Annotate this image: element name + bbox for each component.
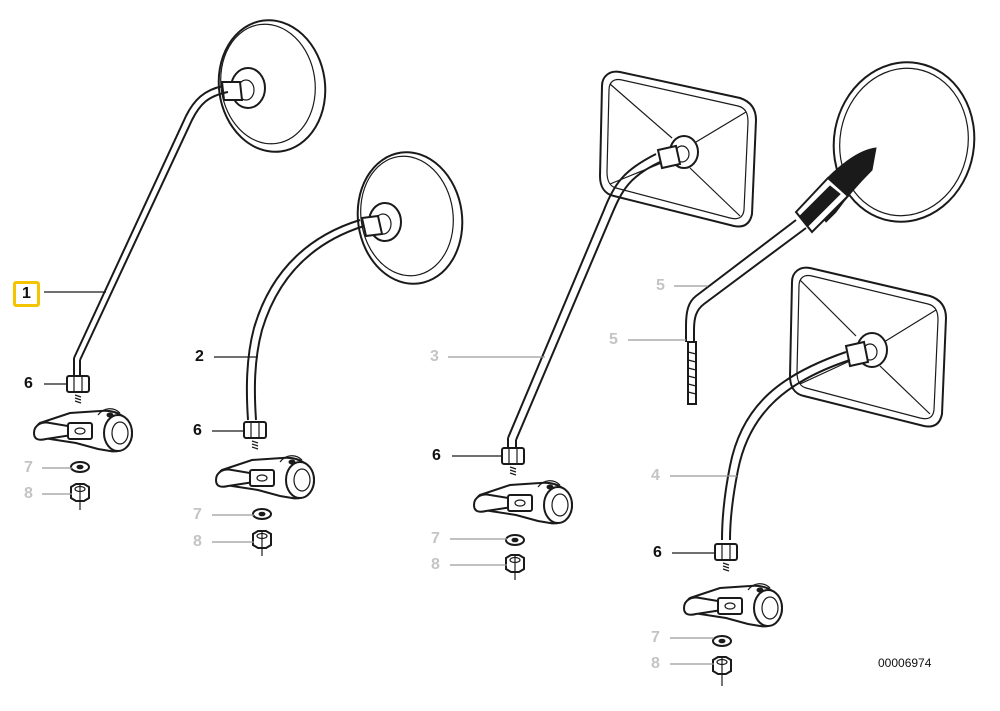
callout-part-5[interactable]: 5 — [656, 277, 665, 294]
callout-part-6[interactable]: 6 — [653, 544, 662, 561]
callout-part-8[interactable]: 8 — [24, 485, 33, 502]
callout-part-7[interactable]: 7 — [651, 629, 660, 646]
mirror-1 — [33, 19, 327, 510]
mirror-3 — [473, 70, 758, 580]
callout-part-8[interactable]: 8 — [431, 556, 440, 573]
callout-part-8[interactable]: 8 — [651, 655, 660, 672]
mirror-5 — [685, 61, 976, 405]
callout-part-6[interactable]: 6 — [432, 447, 441, 464]
callout-part-3[interactable]: 3 — [430, 348, 439, 365]
mirror-2 — [215, 151, 464, 556]
callout-part-5[interactable]: 5 — [609, 331, 618, 348]
callout-part-6[interactable]: 6 — [24, 375, 33, 392]
callout-part-6[interactable]: 6 — [193, 422, 202, 439]
callout-part-8[interactable]: 8 — [193, 533, 202, 550]
callout-part-7[interactable]: 7 — [24, 459, 33, 476]
callout-part-7[interactable]: 7 — [431, 530, 440, 547]
callout-part-2[interactable]: 2 — [195, 348, 204, 365]
mirror-4 — [683, 266, 948, 686]
leader-lines — [42, 285, 737, 665]
callout-part-1[interactable]: 1 — [13, 281, 40, 307]
callout-part-7[interactable]: 7 — [193, 506, 202, 523]
callout-part-4[interactable]: 4 — [651, 467, 660, 484]
diagram-number: 00006974 — [878, 656, 932, 670]
